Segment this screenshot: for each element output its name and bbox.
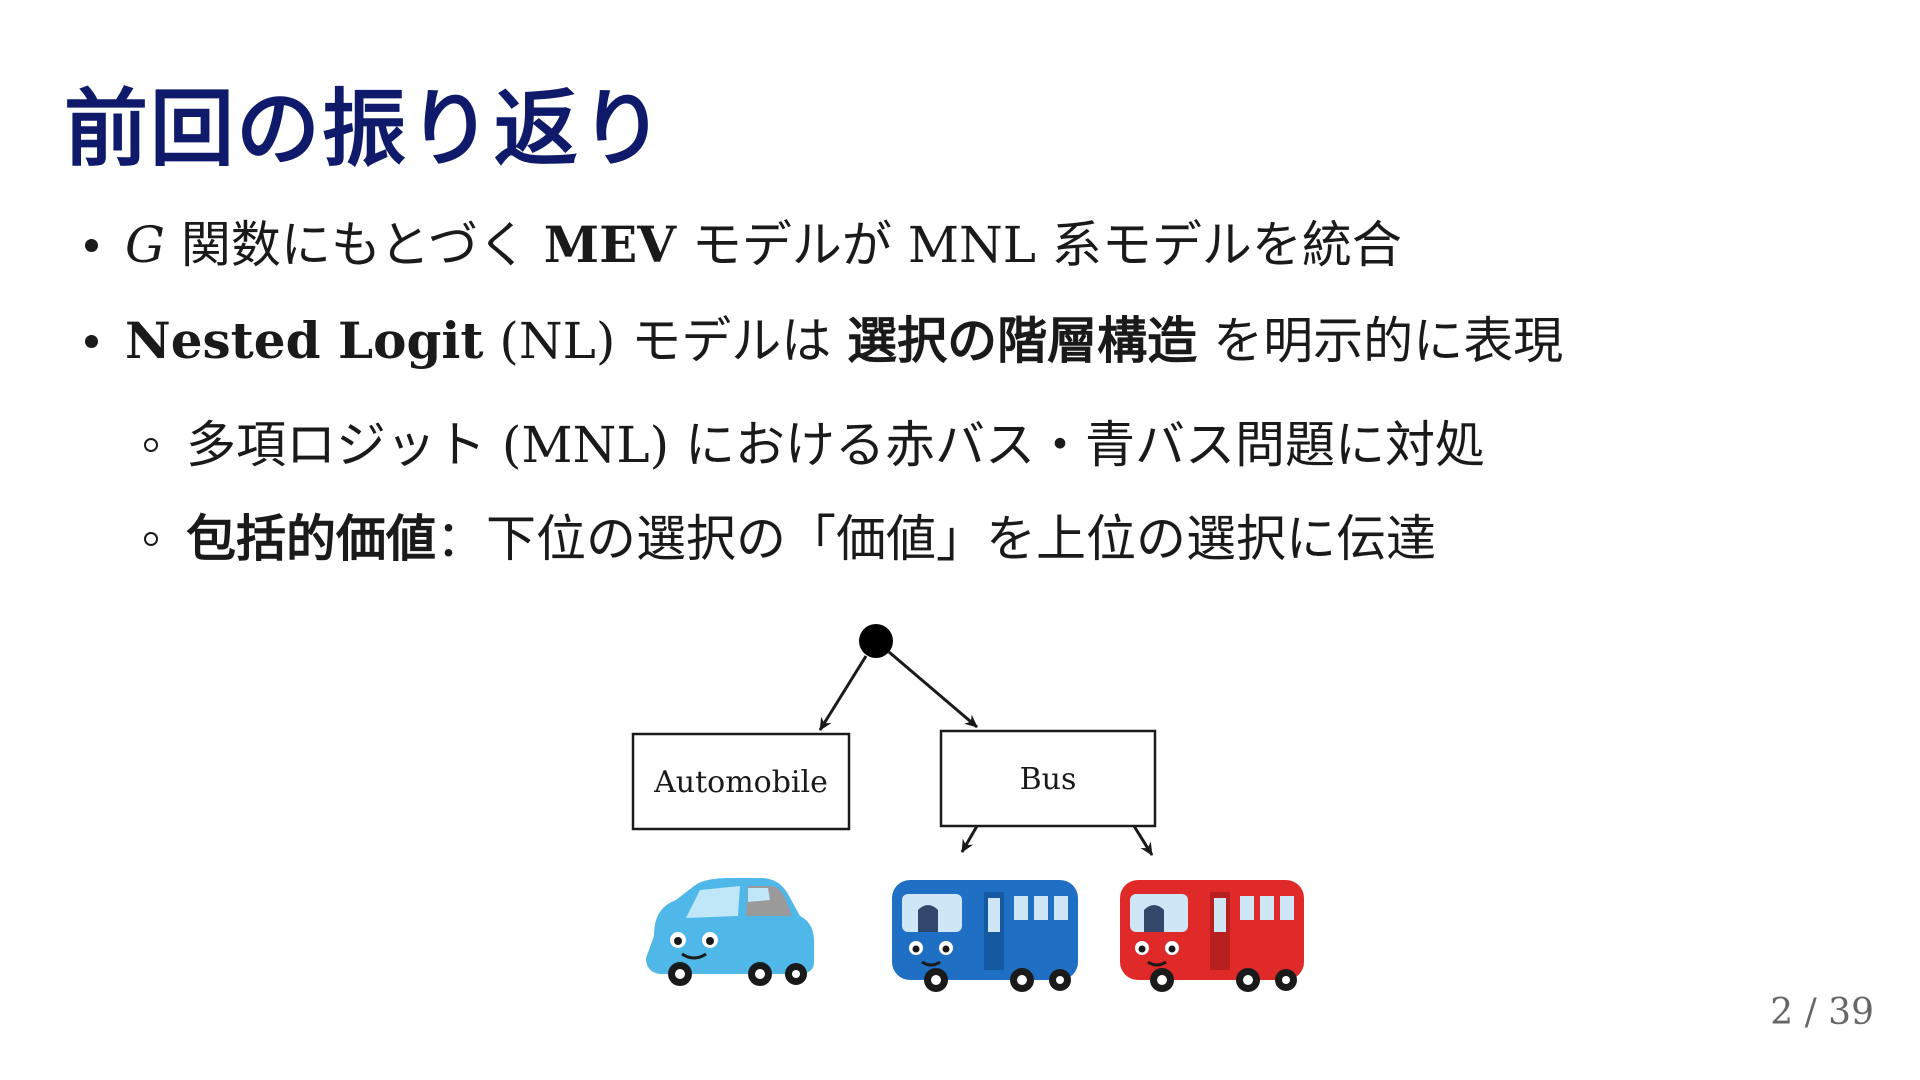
page-number: 2 / 39: [1770, 992, 1874, 1033]
edge-bus-redbus: [1132, 825, 1154, 856]
bullet-1-part-0: G: [125, 216, 165, 274]
subbullet-1-part-0: 多項ロジット: [186, 416, 502, 474]
bullet-2-part-4: を明示的に表現: [1197, 312, 1564, 370]
edge-root-bus: [888, 650, 978, 729]
bullet-1-part-2: MEV: [543, 215, 677, 274]
bullet-1-part-3: モデルが: [676, 216, 908, 274]
sub-bullet-circle-icon: [144, 438, 158, 452]
light-blue-car-icon: [646, 878, 814, 986]
bullet-1-part-5: 系モデルを統合: [1035, 216, 1402, 274]
blue-bus-icon: [892, 880, 1078, 992]
bus-node-box: [939, 729, 1157, 828]
bullet-dot-icon: [85, 239, 98, 252]
bullet-1: G 関数にもとづく MEV モデルが MNL 系モデルを統合: [85, 215, 1402, 275]
root-node: [859, 624, 893, 658]
automobile-node-box: [631, 732, 851, 831]
bullet-1-part-1: 関数にもとづく: [164, 216, 544, 274]
subbullet-1-part-2: における赤バス・青バス問題に対処: [669, 416, 1485, 474]
edge-bus-bluebus: [960, 825, 979, 853]
subbullet-2: 包括的価値：下位の選択の「価値」を上位の選択に伝達: [144, 509, 1436, 569]
bullet-2-part-3: 選択の階層構造: [847, 312, 1198, 370]
bullet-dot-icon: [85, 335, 98, 348]
bullet-2-part-1: (NL): [483, 312, 616, 370]
bullet-1-part-4: MNL: [907, 216, 1036, 274]
subbullet-1: 多項ロジット (MNL) における赤バス・青バス問題に対処: [144, 415, 1485, 475]
automobile-node-label: Automobile: [653, 765, 828, 800]
subbullet-2-part-1: ：下位の選択の「価値」を上位の選択に伝達: [436, 510, 1436, 568]
bus-node-label: Bus: [1020, 762, 1077, 797]
bullet-list: G 関数にもとづく MEV モデルが MNL 系モデルを統合 Nested Lo…: [85, 215, 1564, 569]
subbullet-1-part-1: (MNL): [501, 416, 670, 474]
bullet-2-part-2: モデルは: [615, 312, 848, 370]
edge-root-automobile: [818, 655, 868, 731]
bullet-2-part-0: Nested Logit: [125, 311, 484, 370]
red-bus-icon: [1120, 880, 1304, 992]
bullet-2: Nested Logit (NL) モデルは 選択の階層構造 を明示的に表現: [85, 311, 1564, 371]
slide-title: 前回の振り返り: [64, 80, 667, 178]
sub-bullet-circle-icon: [144, 532, 158, 546]
subbullet-2-part-0: 包括的価値: [186, 510, 436, 568]
